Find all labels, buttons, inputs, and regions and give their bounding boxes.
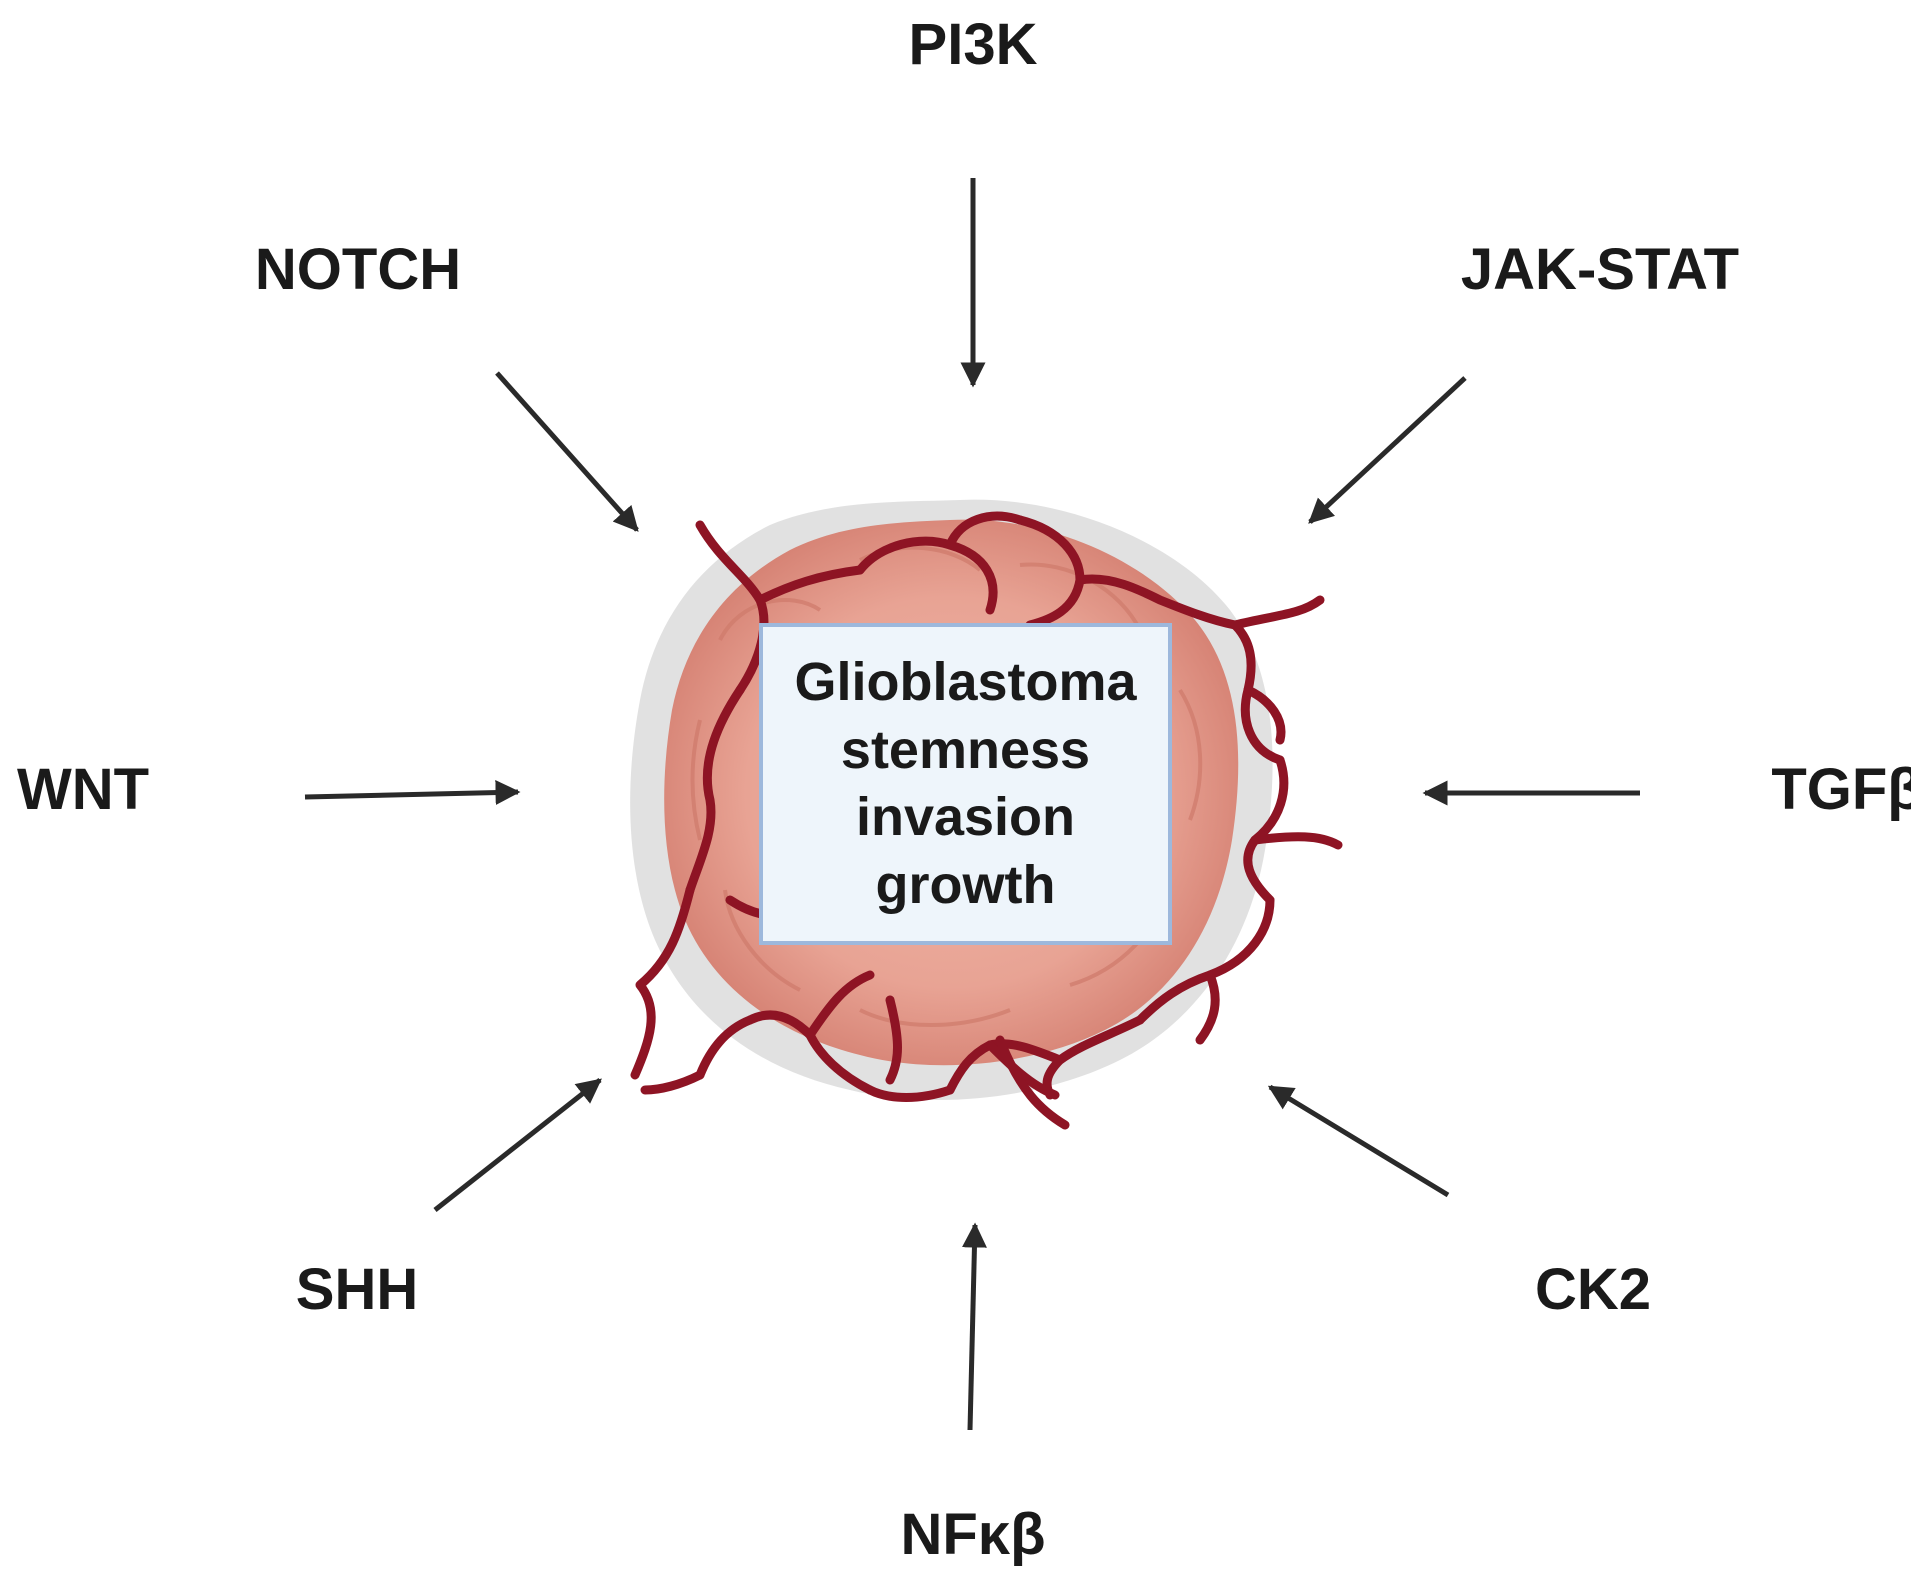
arrow-ck2: [1267, 1084, 1450, 1198]
label-shh: SHH: [295, 1257, 419, 1322]
arrow-jak-stat: [1308, 376, 1467, 524]
glioblastoma-effects-box: Glioblastoma stemness invasion growth: [759, 623, 1172, 945]
center-line-3: invasion: [855, 787, 1076, 847]
arrow-nfkb: [961, 1222, 987, 1431]
label-ck2: CK2: [1534, 1257, 1652, 1322]
arrows: [304, 178, 1640, 1431]
label-wnt: WNT: [16, 757, 150, 822]
arrow-notch: [495, 371, 639, 532]
label-notch: NOTCH: [254, 237, 462, 302]
center-line-1: Glioblastoma: [794, 652, 1137, 712]
arrow-shh: [433, 1078, 602, 1212]
label-pi3k: PI3K: [908, 12, 1038, 77]
label-tgfb: TGFβ: [1771, 757, 1911, 822]
center-line-2: stemness: [840, 719, 1091, 780]
arrow-wnt: [304, 780, 521, 806]
label-jak-stat: JAK-STAT: [1460, 237, 1740, 302]
label-nfkb: NFκβ: [900, 1502, 1046, 1567]
blood-vessels: [630, 511, 1343, 1130]
center-line-4: growth: [875, 854, 1056, 915]
